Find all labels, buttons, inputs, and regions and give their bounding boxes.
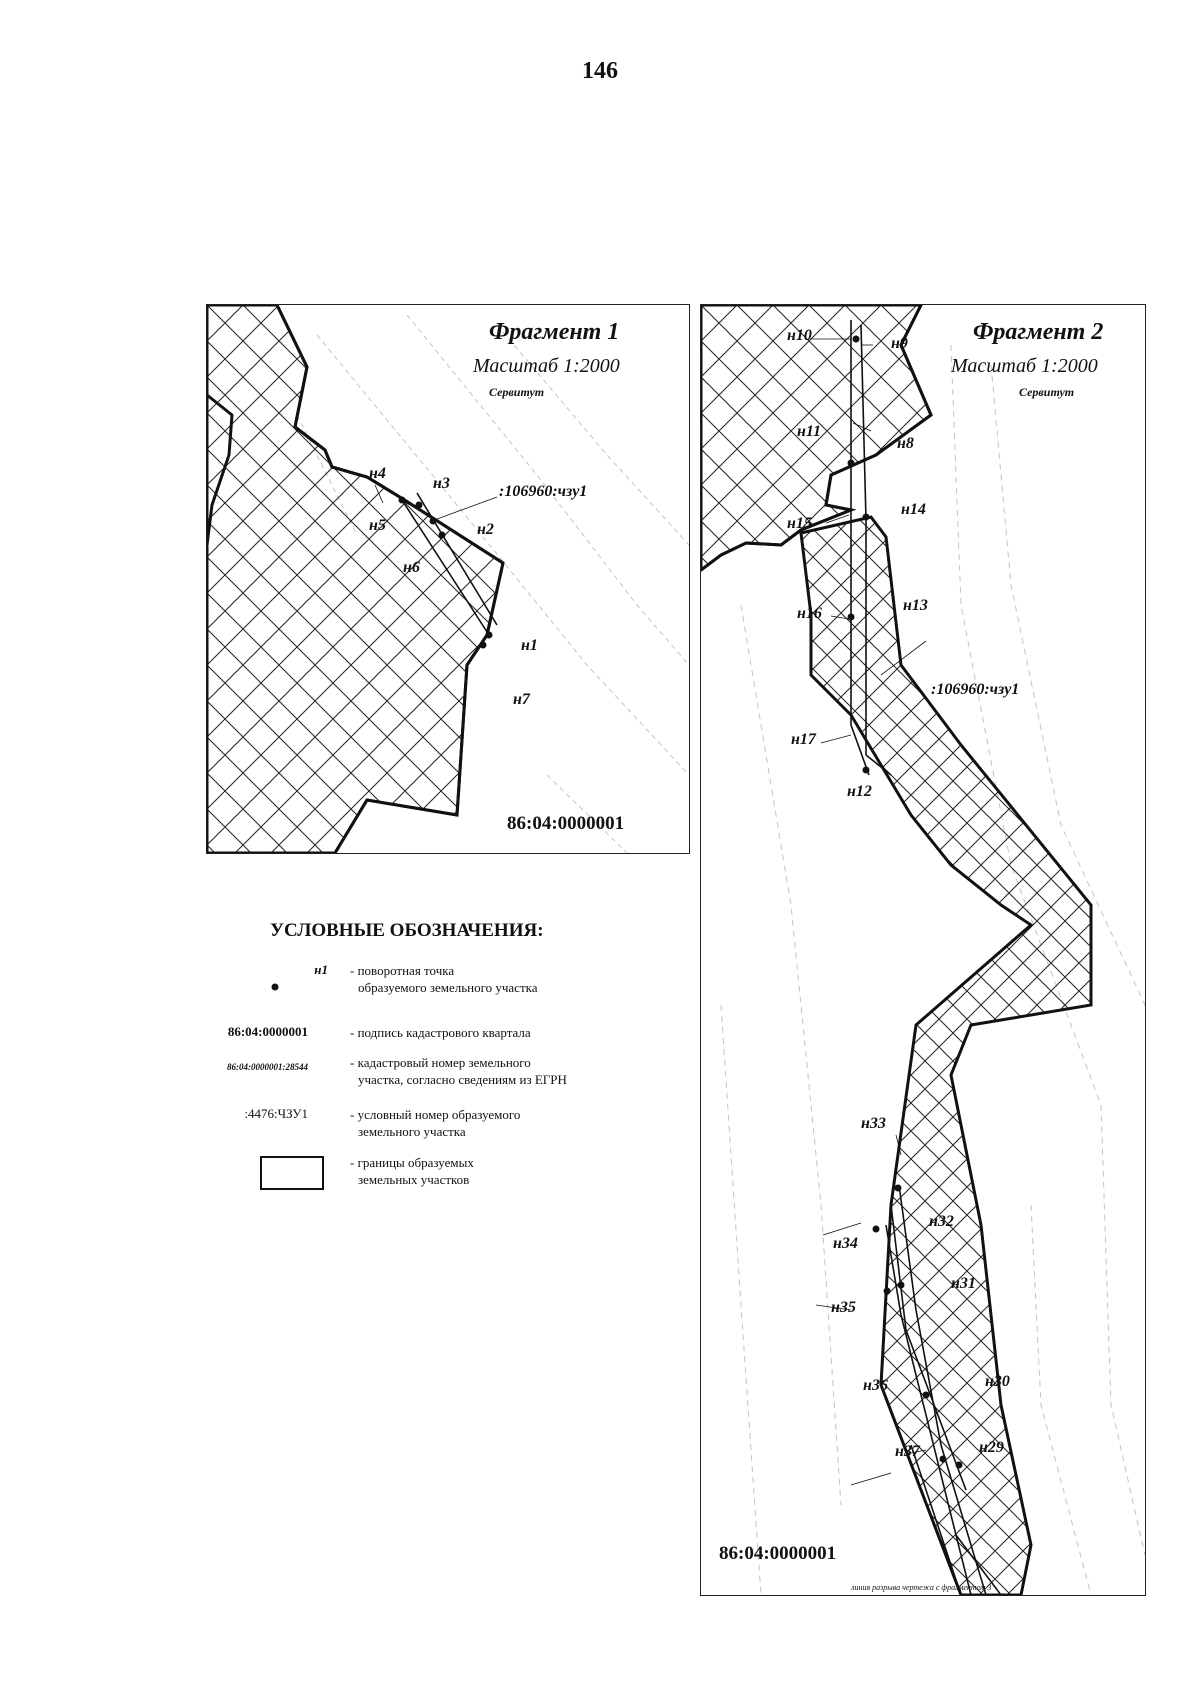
legend-text-point: - поворотная точка образуемого земельног… (350, 963, 538, 995)
fragment-1-parcel-label: :106960:чзу1 (499, 483, 588, 500)
point-label: н30 (985, 1373, 1010, 1390)
fragment-1-title: Фрагмент 1 (489, 319, 620, 345)
point-label: н3 (433, 475, 450, 492)
legend-symbol-quarter: 86:04:0000001 (227, 1024, 308, 1039)
point-label: н10 (787, 327, 812, 344)
point-label: н13 (903, 597, 928, 614)
point-label: н29 (979, 1439, 1004, 1456)
point-label: н2 (477, 521, 494, 538)
point-label: н11 (797, 423, 821, 440)
point-label: н1 (521, 637, 538, 654)
servitude-strip-1 (401, 492, 498, 636)
legend-boundary-swatch (260, 1156, 324, 1190)
point-label: н14 (901, 501, 926, 518)
fragment-1-drawing (207, 305, 689, 853)
fragment-2-title: Фрагмент 2 (973, 319, 1104, 345)
fragment-1-quarter-label: 86:04:0000001 (507, 813, 625, 834)
point-label: н9 (891, 335, 908, 352)
point-label: н16 (797, 605, 822, 622)
fragment-1-scale: Масштаб 1:2000 (473, 355, 620, 377)
point-label: н37 (895, 1443, 920, 1460)
point-label: н12 (847, 783, 872, 800)
legend-text-cadastral-number: - кадастровый номер земельного участка, … (350, 1055, 567, 1087)
legend-symbol-cadastral-number: 86:04:0000001:28544 (227, 1062, 308, 1072)
legend-point-dot-icon (271, 983, 279, 991)
page-number: 146 (582, 58, 618, 84)
legend-text-conditional-number: - условный номер образуемого земельного … (350, 1107, 521, 1139)
fragment-2-quarter-label: 86:04:0000001 (719, 1543, 837, 1564)
point-label: н6 (403, 559, 420, 576)
fragment-2-map: Фрагмент 2 Масштаб 1:2000 Сервитут :1069… (700, 304, 1146, 1596)
legend-title: УСЛОВНЫЕ ОБОЗНАЧЕНИЯ: (270, 920, 544, 941)
point-label: н34 (833, 1235, 858, 1252)
point-label: н8 (897, 435, 914, 452)
point-label: н15 (787, 515, 812, 532)
point-label: н35 (831, 1299, 856, 1316)
point-label: н31 (951, 1275, 976, 1292)
fragment-2-scale: Масштаб 1:2000 (951, 355, 1098, 377)
legend-text-quarter: - подпись кадастрового квартала (350, 1025, 531, 1040)
fragment-2-servitude-label: Сервитут (1019, 385, 1075, 399)
point-label: н5 (369, 517, 386, 534)
point-label: н4 (369, 465, 386, 482)
legend-symbol-point: н1 (314, 962, 328, 977)
fragment-1-map: Фрагмент 1 Масштаб 1:2000 Сервитут :1069… (206, 304, 690, 854)
point-label: н32 (929, 1213, 954, 1230)
fragment-2-footnote: линия разрыва чертежа с фрагментом 3 (851, 1583, 992, 1592)
vertex-dots-1 (398, 496, 493, 649)
vertex-dots-2 (847, 335, 963, 1469)
point-label: н33 (861, 1115, 886, 1132)
fragment-2-parcel-label: :106960:чзу1 (931, 681, 1020, 698)
point-label: н17 (791, 731, 816, 748)
legend-text-boundary: - границы образуемых земельных участков (350, 1155, 474, 1187)
fragment-1-servitude-label: Сервитут (489, 385, 545, 399)
point-label: н36 (863, 1377, 888, 1394)
legend-symbol-conditional-number: :4476:ЧЗУ1 (244, 1106, 308, 1121)
parcel-polygon-2b (799, 515, 1093, 1595)
fragment-2-drawing (701, 305, 1145, 1595)
legend: УСЛОВНЫЕ ОБОЗНАЧЕНИЯ: н1 - поворотная то… (227, 920, 660, 1220)
point-label: н7 (513, 691, 530, 708)
